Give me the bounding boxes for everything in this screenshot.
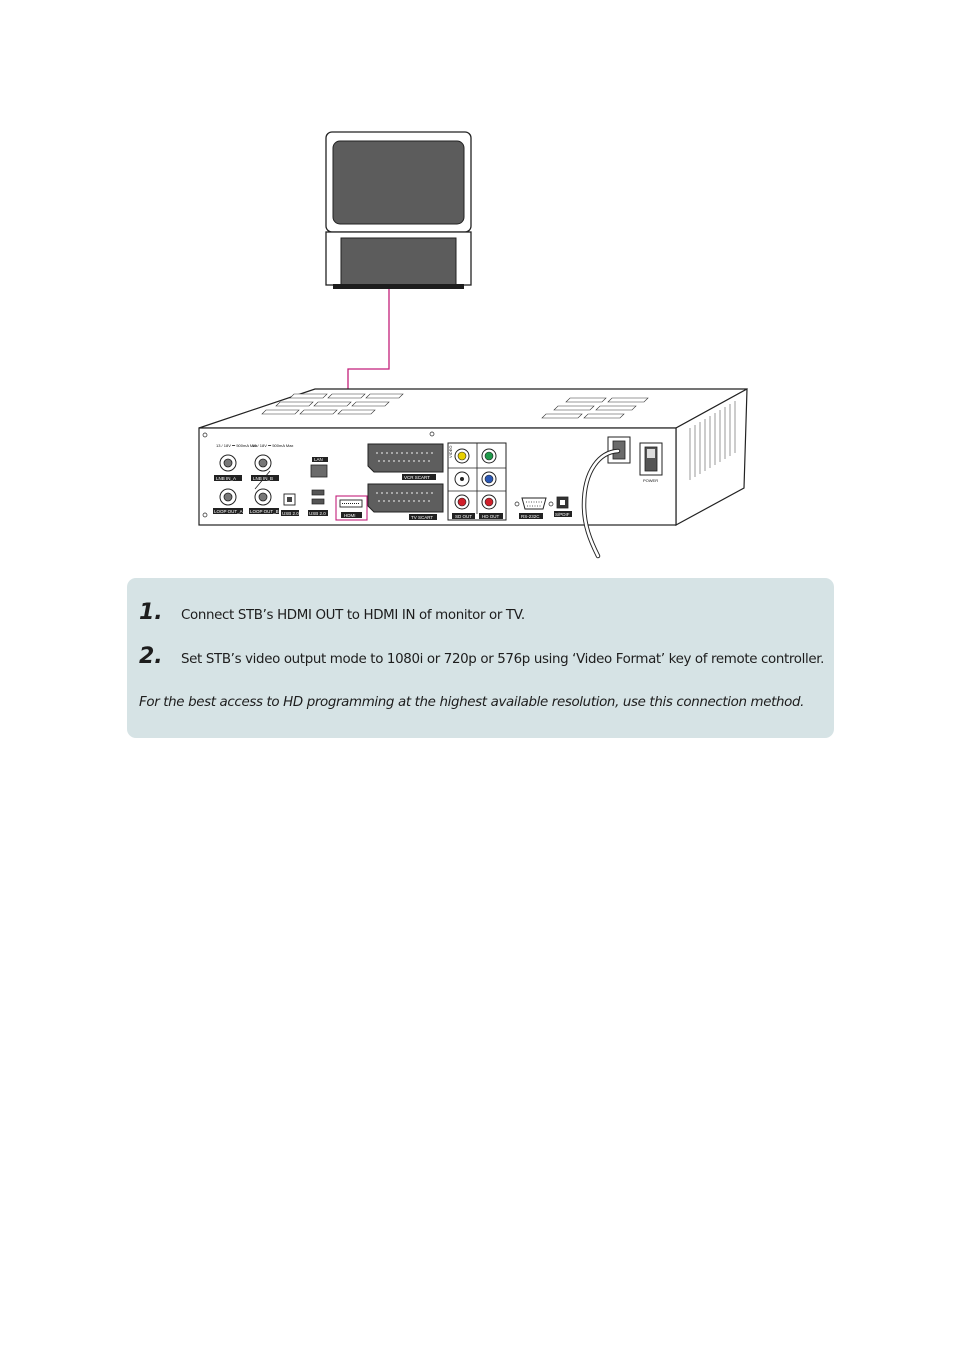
- usb-a-label: USB 2.0: [282, 511, 299, 516]
- set-top-box: 13 / 18V ⎓ 500mA Max 13 / 18V ⎓ 500mA Ma…: [198, 387, 748, 559]
- hd-out-label: HD OUT: [482, 514, 499, 519]
- hdmi-label: HDMI: [344, 513, 356, 518]
- step-1-text: Connect STB’s HDMI OUT to HDMI IN of mon…: [181, 608, 525, 623]
- usb-port-b: [311, 489, 325, 505]
- step-2-number: 2.: [139, 644, 163, 669]
- lnb-in-a-connector: [219, 454, 237, 472]
- rca-video-yellow: [454, 448, 470, 464]
- step-2: 2. Set STB’s video output mode to 1080i …: [139, 644, 824, 669]
- usb-b-label: USB 2.0: [309, 511, 326, 516]
- lnb-spec-a-label: 13 / 18V ⎓ 500mA Max: [216, 443, 257, 448]
- rca-y-green: [481, 448, 497, 464]
- lnb-in-a-label: LNB IN_A: [216, 476, 236, 481]
- rs232c-port: [514, 497, 554, 510]
- spdif-port: [556, 496, 569, 509]
- step-1: 1. Connect STB’s HDMI OUT to HDMI IN of …: [139, 600, 525, 625]
- hdmi-port: [335, 495, 368, 521]
- rca-pr-red: [481, 494, 497, 510]
- loop-out-a-connector: [219, 488, 237, 506]
- power-label: POWER: [643, 478, 658, 483]
- tv-scart-connector: [367, 483, 444, 513]
- usb-port-a: [283, 493, 296, 506]
- lnb-in-b-label: LNB IN_B: [253, 476, 273, 481]
- connection-note: For the best access to HD programming at…: [139, 695, 805, 710]
- lnb-spec-b-label: 13 / 18V ⎓ 500mA Max: [252, 443, 293, 448]
- video-label: VIDEO: [448, 446, 453, 458]
- step-2-text: Set STB’s video output mode to 1080i or …: [181, 652, 825, 667]
- spdif-label: S/PDIF: [555, 512, 570, 517]
- loop-out-b-label: LOOP OUT_B: [250, 509, 279, 514]
- vcr-scart-label: VCR SCART: [404, 475, 430, 480]
- rca-audio-white: [454, 471, 470, 487]
- vcr-scart-connector: [367, 443, 444, 473]
- loop-out-b-connector: [254, 488, 272, 506]
- rca-audio-red: [454, 494, 470, 510]
- power-switch: [639, 442, 663, 476]
- lnb-in-b-connector: [254, 454, 272, 472]
- tv-monitor: [325, 131, 472, 289]
- tv-scart-label: TV SCART: [411, 515, 433, 520]
- step-1-number: 1.: [139, 600, 163, 625]
- hdmi-connection-diagram: 13 / 18V ⎓ 500mA Max 13 / 18V ⎓ 500mA Ma…: [198, 131, 748, 559]
- instruction-box: 1. Connect STB’s HDMI OUT to HDMI IN of …: [127, 578, 834, 738]
- rs232c-label: RS-232C: [521, 514, 540, 519]
- rca-pb-blue: [481, 471, 497, 487]
- lan-port: [310, 464, 328, 478]
- lan-label: LAN: [314, 457, 323, 462]
- sd-out-label: SD OUT: [455, 514, 472, 519]
- loop-out-a-label: LOOP OUT_A: [214, 509, 243, 514]
